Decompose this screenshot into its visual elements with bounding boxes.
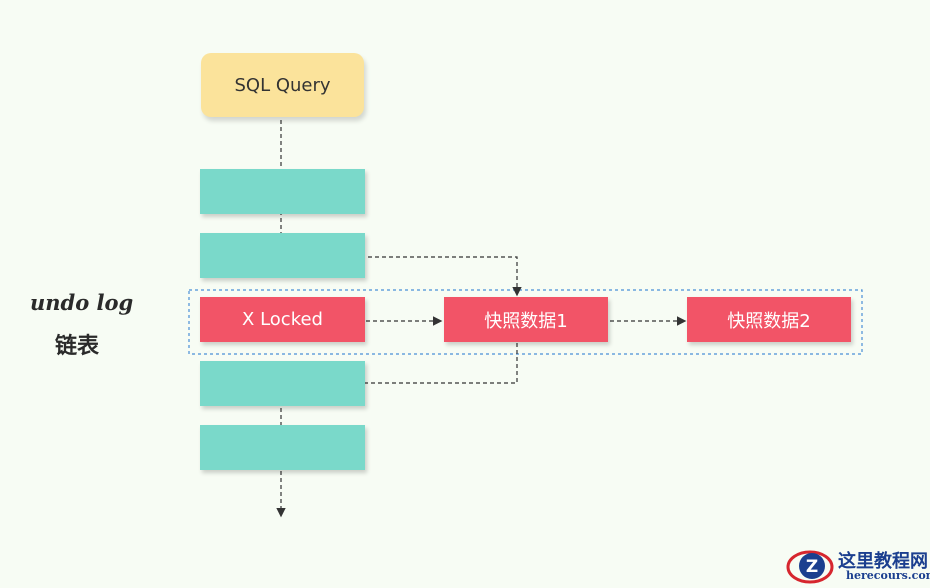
table-row-2: [200, 233, 365, 278]
linked-list-label: 链表: [55, 333, 100, 359]
snapshot2-label: 快照数据2: [727, 310, 811, 332]
snapshot1-label: 快照数据1: [484, 310, 568, 332]
snapshot1-to-result-arrow: [276, 343, 518, 518]
undo-log-label: undo log: [30, 290, 134, 315]
snapshot2-node: 快照数据2: [687, 297, 851, 342]
undo-log-group-border: [188, 289, 863, 355]
watermark-url: herecours.com: [846, 569, 930, 582]
query-to-snapshot1-arrow: [280, 120, 522, 297]
watermark-title: 这里教程网: [838, 551, 928, 572]
table-row-4: [200, 361, 365, 406]
snapshot1-node: 快照数据1: [444, 297, 608, 342]
locked-record-node: X Locked: [200, 297, 365, 342]
table-row-1: [200, 169, 365, 214]
watermark-logo-icon: Z: [786, 550, 834, 584]
sql-query-label: SQL Query: [234, 74, 331, 96]
svg-text:Z: Z: [806, 557, 818, 577]
table-row-5: [200, 425, 365, 470]
locked-record-label: X Locked: [242, 309, 323, 330]
sql-query-node: SQL Query: [201, 53, 364, 117]
